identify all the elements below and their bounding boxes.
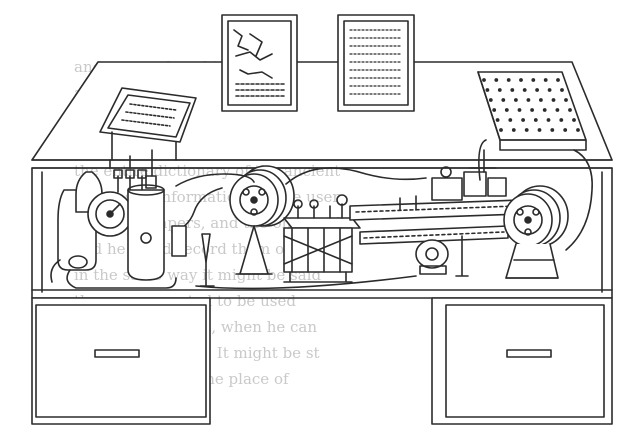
key-button[interactable]	[482, 78, 486, 82]
key-button[interactable]	[526, 98, 531, 102]
button-keyboard[interactable]	[477, 71, 587, 151]
key-button[interactable]	[560, 88, 564, 92]
key-button[interactable]	[530, 108, 534, 112]
key-button[interactable]	[546, 118, 551, 122]
key-button[interactable]	[506, 78, 511, 82]
wiring	[175, 139, 593, 290]
key-button[interactable]	[488, 98, 493, 102]
key-button[interactable]	[524, 128, 529, 132]
key-button[interactable]	[517, 108, 522, 112]
key-button[interactable]	[535, 88, 539, 92]
key-button[interactable]	[542, 108, 547, 112]
key-button[interactable]	[559, 118, 564, 122]
key-button[interactable]	[564, 98, 568, 102]
left-pedestal	[31, 297, 211, 425]
key-button[interactable]	[501, 98, 506, 102]
right-film-reel	[503, 185, 569, 279]
key-button[interactable]	[539, 98, 543, 102]
right-pedestal	[431, 297, 613, 425]
key-button[interactable]	[494, 78, 499, 82]
key-button[interactable]	[556, 78, 560, 82]
left-drawer-front	[35, 304, 207, 418]
key-button[interactable]	[551, 98, 556, 102]
key-button[interactable]	[547, 88, 552, 92]
central-gearbox	[283, 194, 361, 283]
key-button[interactable]	[533, 118, 538, 122]
key-button[interactable]	[499, 128, 503, 132]
key-button[interactable]	[550, 128, 555, 132]
keyboard-keys[interactable]	[482, 78, 580, 132]
right-drawer-front	[445, 304, 605, 418]
key-button[interactable]	[508, 118, 513, 122]
key-button[interactable]	[485, 88, 490, 92]
photo-platen[interactable]	[99, 87, 197, 161]
key-button[interactable]	[572, 118, 576, 122]
key-button[interactable]	[510, 88, 515, 92]
key-button[interactable]	[521, 118, 525, 122]
key-button[interactable]	[504, 108, 509, 112]
right-drawer-handle[interactable]	[506, 349, 552, 358]
left-viewing-screen[interactable]	[221, 14, 298, 112]
key-button[interactable]	[543, 78, 548, 82]
key-button[interactable]	[492, 108, 497, 112]
left-film-reel	[229, 165, 295, 275]
key-button[interactable]	[495, 118, 500, 122]
key-button[interactable]	[537, 128, 542, 132]
left-drawer-handle[interactable]	[94, 349, 140, 358]
key-button[interactable]	[555, 108, 560, 112]
key-button[interactable]	[511, 128, 516, 132]
left-apparatus	[50, 149, 223, 289]
key-button[interactable]	[497, 88, 502, 92]
key-button[interactable]	[514, 98, 518, 102]
film-transport-belt	[349, 199, 521, 245]
key-button[interactable]	[522, 88, 527, 92]
right-viewing-screen[interactable]	[337, 14, 415, 112]
key-button[interactable]	[576, 128, 580, 132]
key-button[interactable]	[563, 128, 568, 132]
key-button[interactable]	[568, 108, 572, 112]
key-button[interactable]	[519, 78, 523, 82]
key-button[interactable]	[531, 78, 536, 82]
